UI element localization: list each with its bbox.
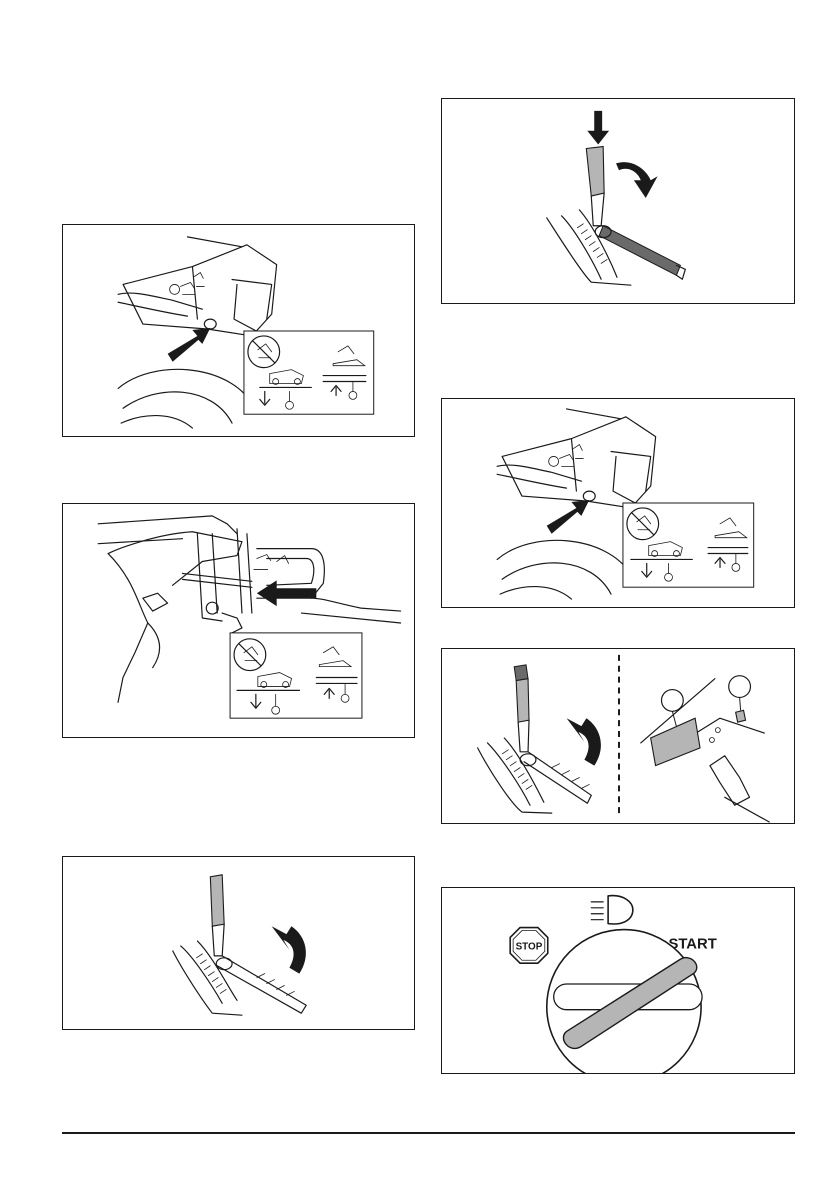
cutting-deck-decal-icon — [244, 331, 374, 414]
figure-ignition-switch: STOP START — [441, 887, 795, 1074]
figure-tool-in-adjustment-slot — [62, 503, 415, 738]
stop-icon: STOP — [510, 928, 548, 964]
illustration-lever-recess — [63, 225, 414, 436]
illustration-tool-in-slot — [63, 504, 414, 737]
stop-label: STOP — [516, 941, 543, 952]
illustration-lever-press-release — [442, 99, 794, 303]
illustration-lever-raise-detail — [442, 649, 794, 823]
press-down-arrow-icon — [587, 111, 609, 145]
callout-2 — [729, 676, 751, 711]
pointer-arrow-icon — [547, 500, 590, 534]
cutting-deck-decal-icon — [623, 503, 754, 587]
illustration-lever-recess-2 — [442, 399, 794, 607]
illustration-lever-raise — [63, 857, 414, 1029]
curved-arrow-up-icon — [272, 926, 306, 973]
cutting-deck-decal-icon — [230, 633, 362, 718]
headlight-icon — [591, 896, 633, 924]
figure-cutting-height-lever-recess — [62, 224, 415, 437]
rotate-arrow-icon — [616, 162, 658, 198]
mower-decal-icon — [549, 445, 584, 467]
footer-rule — [62, 1132, 795, 1134]
illustration-ignition-switch: STOP START — [442, 888, 794, 1073]
figure-lever-raise — [62, 856, 415, 1030]
callout-1 — [662, 690, 684, 727]
figure-lever-raise-and-detail — [441, 648, 795, 824]
figure-lever-press-release — [441, 98, 795, 304]
mower-decal-icon — [170, 273, 205, 295]
figure-cutting-height-lever-recess-2 — [441, 398, 795, 608]
curved-arrow-up-icon — [567, 718, 601, 765]
pointer-arrow-icon — [168, 328, 211, 362]
